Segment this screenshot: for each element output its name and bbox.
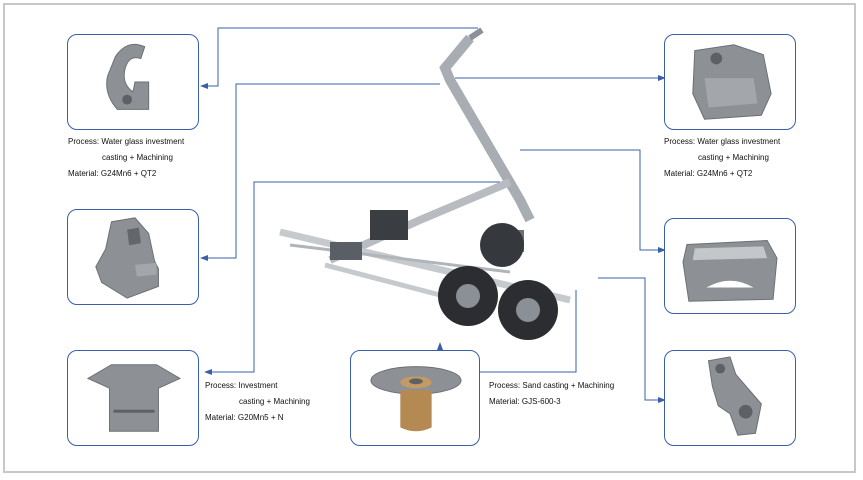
material-text: G24Mn6 + QT2 <box>696 169 753 178</box>
block-casting-image <box>86 364 182 432</box>
support-casting-image <box>692 44 772 120</box>
caption-top-right: Process: Water glass investment casting … <box>664 134 780 182</box>
material-label: Material: <box>68 169 99 178</box>
connector-bottom-left <box>210 181 500 373</box>
part-box-mid-right <box>664 218 796 314</box>
process-text-cont: casting + Machining <box>102 153 173 162</box>
connector-mid-left <box>206 83 440 259</box>
process-label: Process: <box>489 381 521 390</box>
flange-casting-image <box>370 366 462 432</box>
process-label: Process: <box>664 137 696 146</box>
caption-hook: Process: Water glass investment casting … <box>68 134 184 182</box>
process-text-cont: casting + Machining <box>239 397 310 406</box>
material-text: GJS-600-3 <box>521 397 561 406</box>
process-text: Investment <box>238 381 278 390</box>
material-text: G24Mn6 + QT2 <box>100 169 157 178</box>
part-box-top-right <box>664 34 796 130</box>
process-label: Process: <box>205 381 237 390</box>
caption-bottom-center: Process: Sand casting + Machining Materi… <box>489 378 614 410</box>
process-text-cont: casting + Machining <box>698 153 769 162</box>
material-label: Material: <box>664 169 695 178</box>
part-box-mid-left <box>67 209 199 305</box>
process-text: Water glass investment <box>697 137 781 146</box>
material-label: Material: <box>489 397 520 406</box>
part-box-bottom-center <box>350 350 480 446</box>
part-box-bottom-right <box>664 350 796 446</box>
part-box-hook <box>67 34 199 130</box>
hook-casting-image <box>106 43 150 110</box>
connector-bottom-right <box>598 277 660 401</box>
connector-hook <box>206 27 478 87</box>
process-text: Water glass investment <box>101 137 185 146</box>
process-text: Sand casting + Machining <box>522 381 615 390</box>
connector-mid-right <box>520 149 660 251</box>
hydraulic-block <box>370 210 408 240</box>
part-box-bottom-left <box>67 350 199 446</box>
material-label: Material: <box>205 413 236 422</box>
arm-casting-image <box>707 356 762 436</box>
material-text: G20Mn5 + N <box>237 413 284 422</box>
frame-casting-image <box>682 240 778 302</box>
caption-bottom-left: Process: Investment casting + Machining … <box>205 378 310 426</box>
hook-lift-truck-illustration <box>279 27 571 340</box>
process-label: Process: <box>68 137 100 146</box>
wheels <box>438 223 558 340</box>
image-frame <box>3 3 856 473</box>
bracket-casting-image <box>95 217 159 299</box>
